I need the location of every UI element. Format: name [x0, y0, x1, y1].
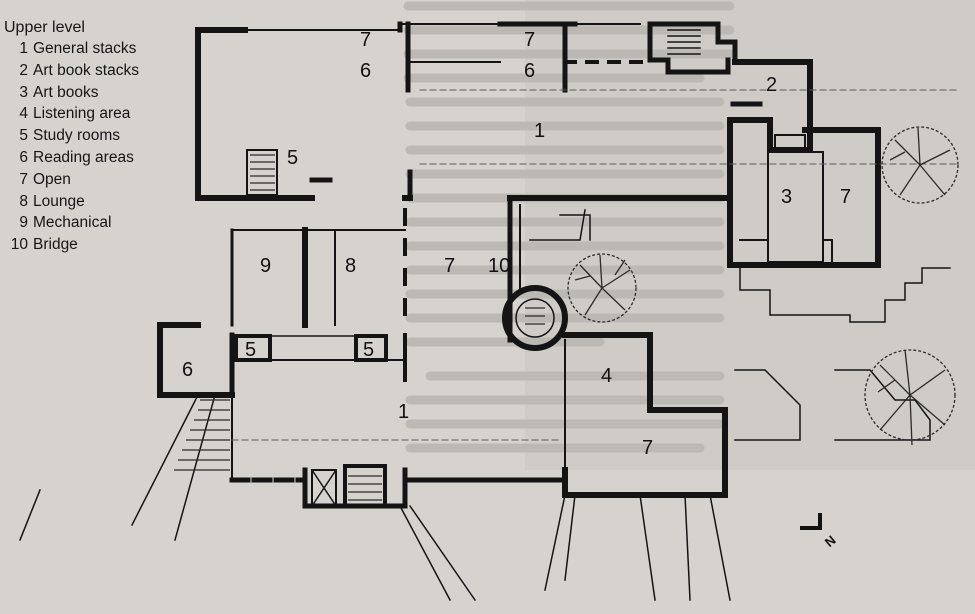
legend-item-number: 1 — [19, 40, 28, 57]
room-label: 7 — [642, 437, 653, 459]
legend-item-label: Mechanical — [33, 214, 112, 232]
legend-item: 3 Art books — [4, 82, 139, 104]
legend-item: 6 Reading areas — [4, 147, 139, 169]
room-label: 5 — [287, 147, 298, 169]
legend-item: 2 Art book stacks — [4, 60, 139, 82]
legend-item: 4 Listening area — [4, 103, 139, 125]
room-label: 6 — [182, 359, 193, 381]
room-label: 7 — [524, 29, 535, 51]
room-label: 10 — [488, 255, 510, 277]
room-label: 6 — [524, 60, 535, 82]
legend-item: 9 Mechanical — [4, 212, 139, 234]
legend-item: 1 General stacks — [4, 38, 139, 60]
tree-icon — [881, 126, 959, 204]
legend-item: 7 Open — [4, 169, 139, 191]
walls — [19, 21, 961, 602]
tree-icon — [567, 253, 637, 323]
legend-item-number: 10 — [10, 236, 28, 254]
legend-item-number: 4 — [19, 105, 28, 123]
room-label: 1 — [534, 120, 545, 142]
legend-item-number: 8 — [19, 192, 28, 210]
legend-item-label: Listening area — [33, 105, 131, 123]
room-label: 5 — [245, 339, 256, 361]
legend-item-label: Lounge — [33, 192, 85, 210]
legend-item-number: 5 — [19, 127, 28, 145]
room-label: 7 — [444, 255, 455, 277]
legend-item: 8 Lounge — [4, 191, 139, 213]
legend-item: 5 Study rooms — [4, 125, 139, 147]
plan-legend: Upper level 1 General stacks 2 Art book st… — [4, 18, 139, 256]
room-label: 6 — [360, 60, 371, 82]
tree-icon — [864, 349, 956, 446]
legend-item-label: Study rooms — [33, 127, 121, 145]
stair-treads — [174, 154, 545, 501]
legend-item-number: 9 — [19, 214, 28, 232]
room-label: 8 — [345, 255, 356, 277]
legend-item-label: Art book stacks — [33, 61, 139, 79]
room-label: 7 — [840, 186, 851, 208]
room-label: 5 — [363, 339, 374, 361]
room-labels: 7 6 7 6 2 1 5 3 7 9 8 7 10 6 5 5 4 1 7 — [182, 29, 851, 459]
print-through-text — [403, 1, 735, 453]
room-label: 2 — [766, 74, 777, 96]
legend-item-label: Reading areas — [33, 148, 134, 166]
room-label: 1 — [398, 401, 409, 423]
legend-item-label: Art books — [33, 83, 99, 101]
legend-item: 10 Bridge — [4, 234, 139, 256]
legend-item-number: 3 — [19, 83, 28, 101]
room-label: 9 — [260, 255, 271, 277]
legend-item-number: 6 — [19, 148, 28, 166]
legend-item-label: Open — [33, 170, 71, 188]
room-label: 7 — [360, 29, 371, 51]
room-label: 4 — [601, 365, 612, 387]
legend-item-number: 2 — [19, 61, 28, 79]
legend-item-label: General stacks — [33, 40, 137, 57]
legend-item-label: Bridge — [33, 236, 78, 254]
legend-title: Upper level — [4, 19, 85, 36]
room-label: 3 — [781, 186, 792, 208]
legend-item-number: 7 — [19, 170, 28, 188]
